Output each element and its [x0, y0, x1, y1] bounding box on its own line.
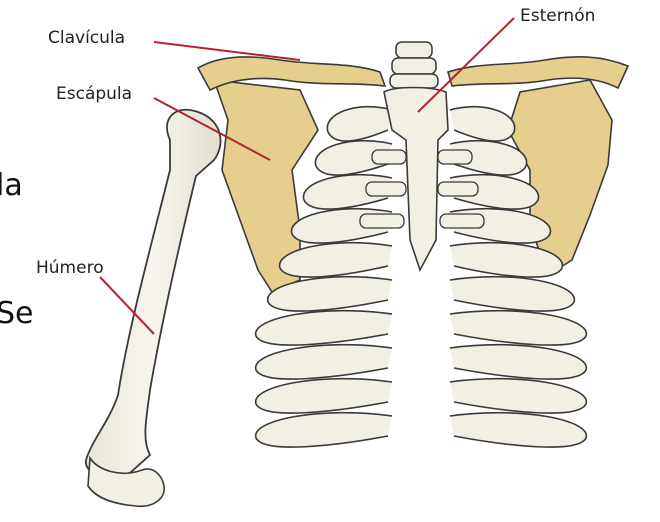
humerus	[86, 110, 221, 507]
rib-right	[450, 379, 586, 413]
leader-line-clavicula	[154, 42, 300, 60]
rib-right	[450, 107, 515, 141]
right-clavicle	[448, 57, 628, 88]
rib-right	[450, 413, 586, 447]
label-esternon: Esternón	[520, 6, 595, 26]
label-escapula: Escápula	[56, 84, 132, 104]
cervical-vertebrae	[390, 42, 438, 88]
rib-left	[256, 311, 392, 345]
rib-left	[256, 413, 392, 447]
sternum	[384, 88, 448, 271]
partial-text-la: la	[0, 168, 23, 203]
label-humero: Húmero	[36, 258, 104, 278]
rib-left	[256, 379, 392, 413]
rib-left	[327, 107, 392, 141]
label-clavicula: Clavícula	[48, 28, 125, 48]
rib-right	[450, 277, 574, 311]
rib-left	[256, 345, 392, 379]
partial-text-se: Se	[0, 296, 34, 331]
rib-right	[450, 311, 586, 345]
rib-right	[450, 345, 586, 379]
